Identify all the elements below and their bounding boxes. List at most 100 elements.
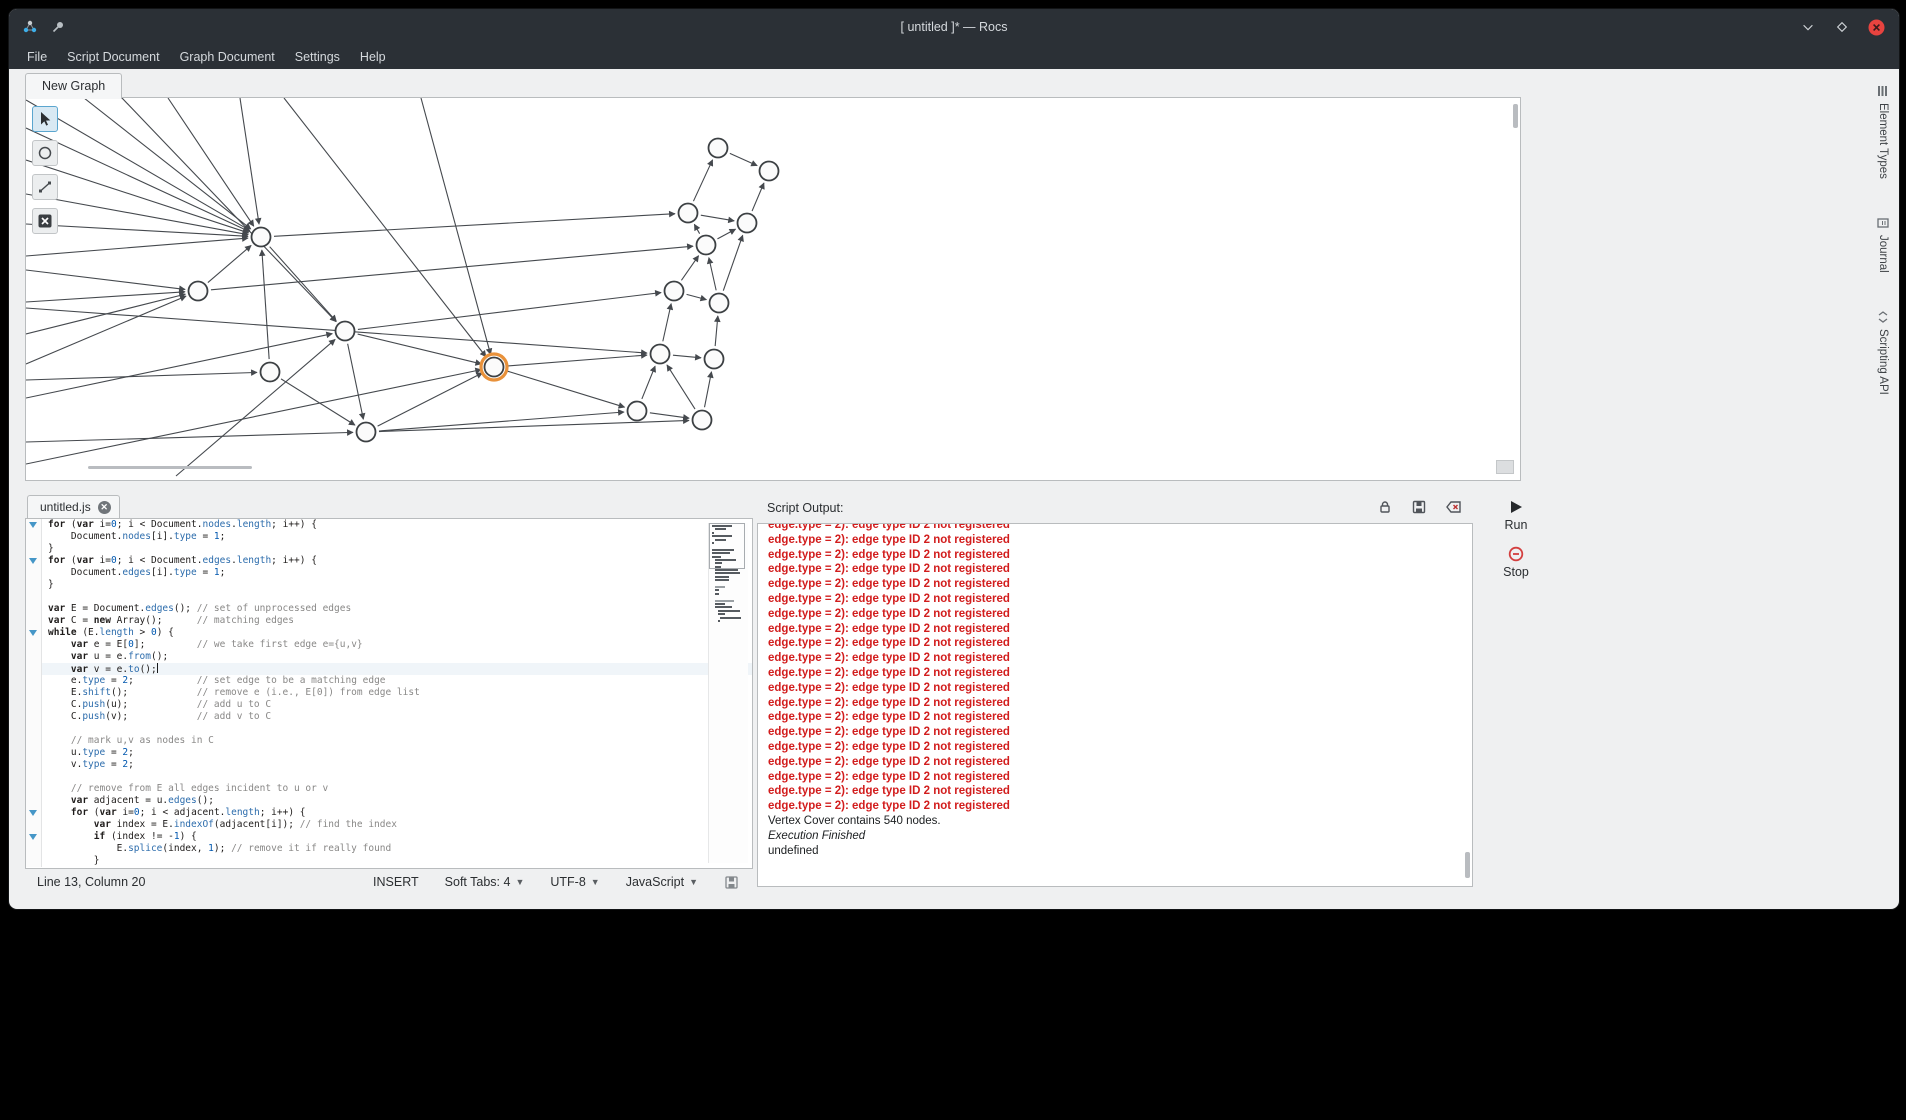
save-document-icon[interactable] <box>724 875 739 890</box>
fold-gutter[interactable] <box>26 639 42 651</box>
canvas-resize-grip[interactable] <box>1496 460 1514 474</box>
pin-icon[interactable] <box>49 18 67 36</box>
fold-marker-icon[interactable] <box>29 810 37 816</box>
maximize-icon[interactable] <box>1833 18 1851 36</box>
code-line[interactable]: // mark u,v as nodes in C <box>26 735 752 747</box>
code-line[interactable]: v.type = 2; <box>26 759 752 771</box>
run-button[interactable]: Run <box>1505 499 1527 532</box>
code-line[interactable]: e.type = 2; // set edge to be a matching… <box>26 675 752 687</box>
tab-close-icon[interactable]: ✕ <box>97 501 111 514</box>
editor-minimap[interactable] <box>708 523 748 863</box>
fold-gutter[interactable] <box>26 843 42 855</box>
menu-item-help[interactable]: Help <box>359 50 386 64</box>
graph-node[interactable] <box>677 202 699 224</box>
fold-gutter[interactable] <box>26 531 42 543</box>
graph-node[interactable] <box>758 160 780 182</box>
code-line[interactable]: // remove from E all edges incident to u… <box>26 783 752 795</box>
graph-node[interactable] <box>334 320 356 342</box>
graph-node[interactable] <box>708 292 730 314</box>
code-line[interactable]: var index = E.indexOf(adjacent[i]); // f… <box>26 819 752 831</box>
fold-gutter[interactable] <box>26 735 42 747</box>
code-line[interactable]: C.push(v); // add v to C <box>26 711 752 723</box>
graph-node[interactable] <box>250 226 272 248</box>
canvas-vertical-scrollbar[interactable] <box>1513 104 1518 128</box>
graph-node[interactable] <box>626 400 648 422</box>
side-tab-journal[interactable]: Journal <box>1875 211 1891 279</box>
graph-node[interactable] <box>355 421 377 443</box>
graph-node[interactable] <box>187 280 209 302</box>
encoding-selector[interactable]: UTF-8▼ <box>550 875 600 889</box>
code-line[interactable]: E.splice(index, 1); // remove it if real… <box>26 843 752 855</box>
fold-gutter[interactable] <box>26 807 42 819</box>
minimap-view-indicator[interactable] <box>709 523 745 569</box>
fold-marker-icon[interactable] <box>29 522 37 528</box>
code-line[interactable]: if (index != -1) { <box>26 831 752 843</box>
fold-gutter[interactable] <box>26 651 42 663</box>
close-icon[interactable] <box>1867 18 1885 36</box>
graph-node[interactable] <box>663 280 685 302</box>
code-line[interactable]: } <box>26 579 752 591</box>
tab-settings-selector[interactable]: Soft Tabs: 4▼ <box>444 875 525 889</box>
clear-output-icon[interactable] <box>1445 499 1463 518</box>
graph-node[interactable] <box>736 212 758 234</box>
fold-gutter[interactable] <box>26 855 42 867</box>
fold-marker-icon[interactable] <box>29 630 37 636</box>
fold-gutter[interactable] <box>26 687 42 699</box>
menu-item-file[interactable]: File <box>27 50 48 64</box>
code-line[interactable]: var C = new Array(); // matching edges <box>26 615 752 627</box>
code-line[interactable]: Document.edges[i].type = 1; <box>26 567 752 579</box>
language-selector[interactable]: JavaScript▼ <box>625 875 698 889</box>
code-editor[interactable]: for (var i=0; i < Document.nodes.length;… <box>25 518 753 869</box>
code-line[interactable]: C.push(u); // add u to C <box>26 699 752 711</box>
insert-mode-indicator[interactable]: INSERT <box>373 875 419 889</box>
select-tool-button[interactable] <box>32 106 58 132</box>
titlebar[interactable]: [ untitled ]* — Rocs <box>9 9 1899 45</box>
fold-gutter[interactable] <box>26 795 42 807</box>
fold-marker-icon[interactable] <box>29 558 37 564</box>
graph-tab-new-graph[interactable]: New Graph <box>25 73 123 99</box>
add-edge-tool-button[interactable] <box>32 174 58 200</box>
side-tab-scripting-api[interactable]: Scripting API <box>1875 305 1891 401</box>
fold-gutter[interactable] <box>26 615 42 627</box>
fold-gutter[interactable] <box>26 519 42 531</box>
cursor-position[interactable]: Line 13, Column 20 <box>37 875 146 889</box>
code-line[interactable]: for (var i=0; i < Document.edges.length;… <box>26 555 752 567</box>
menu-item-settings[interactable]: Settings <box>294 50 340 64</box>
code-line[interactable]: } <box>26 855 752 867</box>
canvas-horizontal-scrollbar[interactable] <box>88 466 252 469</box>
fold-gutter[interactable] <box>26 591 42 603</box>
fold-gutter[interactable] <box>26 771 42 783</box>
graph-canvas[interactable] <box>25 97 1521 481</box>
fold-gutter[interactable] <box>26 663 42 675</box>
fold-gutter[interactable] <box>26 567 42 579</box>
fold-gutter[interactable] <box>26 723 42 735</box>
output-vertical-scrollbar[interactable] <box>1465 852 1470 878</box>
horizontal-splitter[interactable] <box>9 479 1899 495</box>
fold-gutter[interactable] <box>26 579 42 591</box>
code-line[interactable]: E.shift(); // remove e (i.e., E[0]) from… <box>26 687 752 699</box>
graph-node[interactable] <box>259 361 281 383</box>
code-line[interactable]: var e = E[0]; // we take first edge e={u… <box>26 639 752 651</box>
code-line[interactable]: var v = e.to(); <box>26 663 752 675</box>
fold-gutter[interactable] <box>26 783 42 795</box>
code-line[interactable]: for (var i=0; i < adjacent.length; i++) … <box>26 807 752 819</box>
code-line[interactable]: u.type = 2; <box>26 747 752 759</box>
save-output-icon[interactable] <box>1411 499 1427 518</box>
code-line[interactable]: Document.nodes[i].type = 1; <box>26 531 752 543</box>
fold-gutter[interactable] <box>26 819 42 831</box>
fold-gutter[interactable] <box>26 759 42 771</box>
menu-item-graph-document[interactable]: Graph Document <box>179 50 275 64</box>
graph-node[interactable] <box>483 356 505 378</box>
code-line[interactable] <box>26 771 752 783</box>
delete-tool-button[interactable] <box>32 208 58 234</box>
code-line[interactable] <box>26 723 752 735</box>
code-line[interactable]: while (E.length > 0) { <box>26 627 752 639</box>
code-line[interactable]: var adjacent = u.edges(); <box>26 795 752 807</box>
script-output-view[interactable]: edge.type = 2): edge type ID 2 not regis… <box>757 523 1473 887</box>
code-line[interactable]: } <box>26 543 752 555</box>
fold-gutter[interactable] <box>26 543 42 555</box>
stop-button[interactable]: Stop <box>1503 546 1529 579</box>
lock-output-icon[interactable] <box>1377 499 1393 518</box>
fold-marker-icon[interactable] <box>29 834 37 840</box>
graph-node[interactable] <box>649 343 671 365</box>
